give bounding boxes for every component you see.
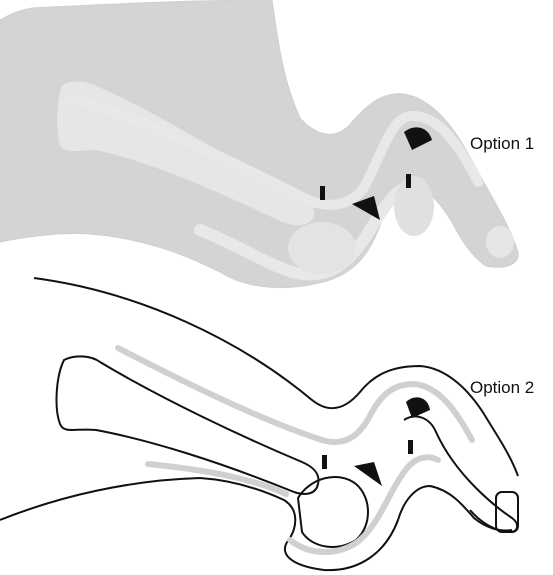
option-1-illustration bbox=[0, 0, 518, 288]
option-1-marker-right bbox=[406, 174, 411, 188]
option-1-joint-bone bbox=[288, 222, 356, 274]
option-2-finger-outline bbox=[404, 416, 517, 532]
option-1-joint-bone-2 bbox=[394, 176, 434, 236]
option-2-label: Option 2 bbox=[470, 378, 534, 398]
option-2-wedge-lower bbox=[354, 462, 382, 486]
option-2-joint-outline bbox=[298, 477, 368, 547]
option-2-outer-contour-top bbox=[34, 278, 518, 476]
option-2-marker-right bbox=[408, 440, 413, 454]
option-1-fingertip bbox=[486, 226, 514, 258]
option-2-splint-upper bbox=[118, 348, 472, 442]
option-2-illustration bbox=[0, 278, 518, 570]
option-1-label: Option 1 bbox=[470, 134, 534, 154]
option-2-outer-contour-bottom bbox=[0, 478, 512, 570]
option-2-wedge-upper bbox=[406, 397, 430, 418]
option-2-fingertip bbox=[496, 492, 518, 532]
option-2-marker-left bbox=[322, 455, 327, 469]
option-1-marker-left bbox=[320, 186, 325, 200]
option-2-splint-lower bbox=[148, 457, 438, 552]
